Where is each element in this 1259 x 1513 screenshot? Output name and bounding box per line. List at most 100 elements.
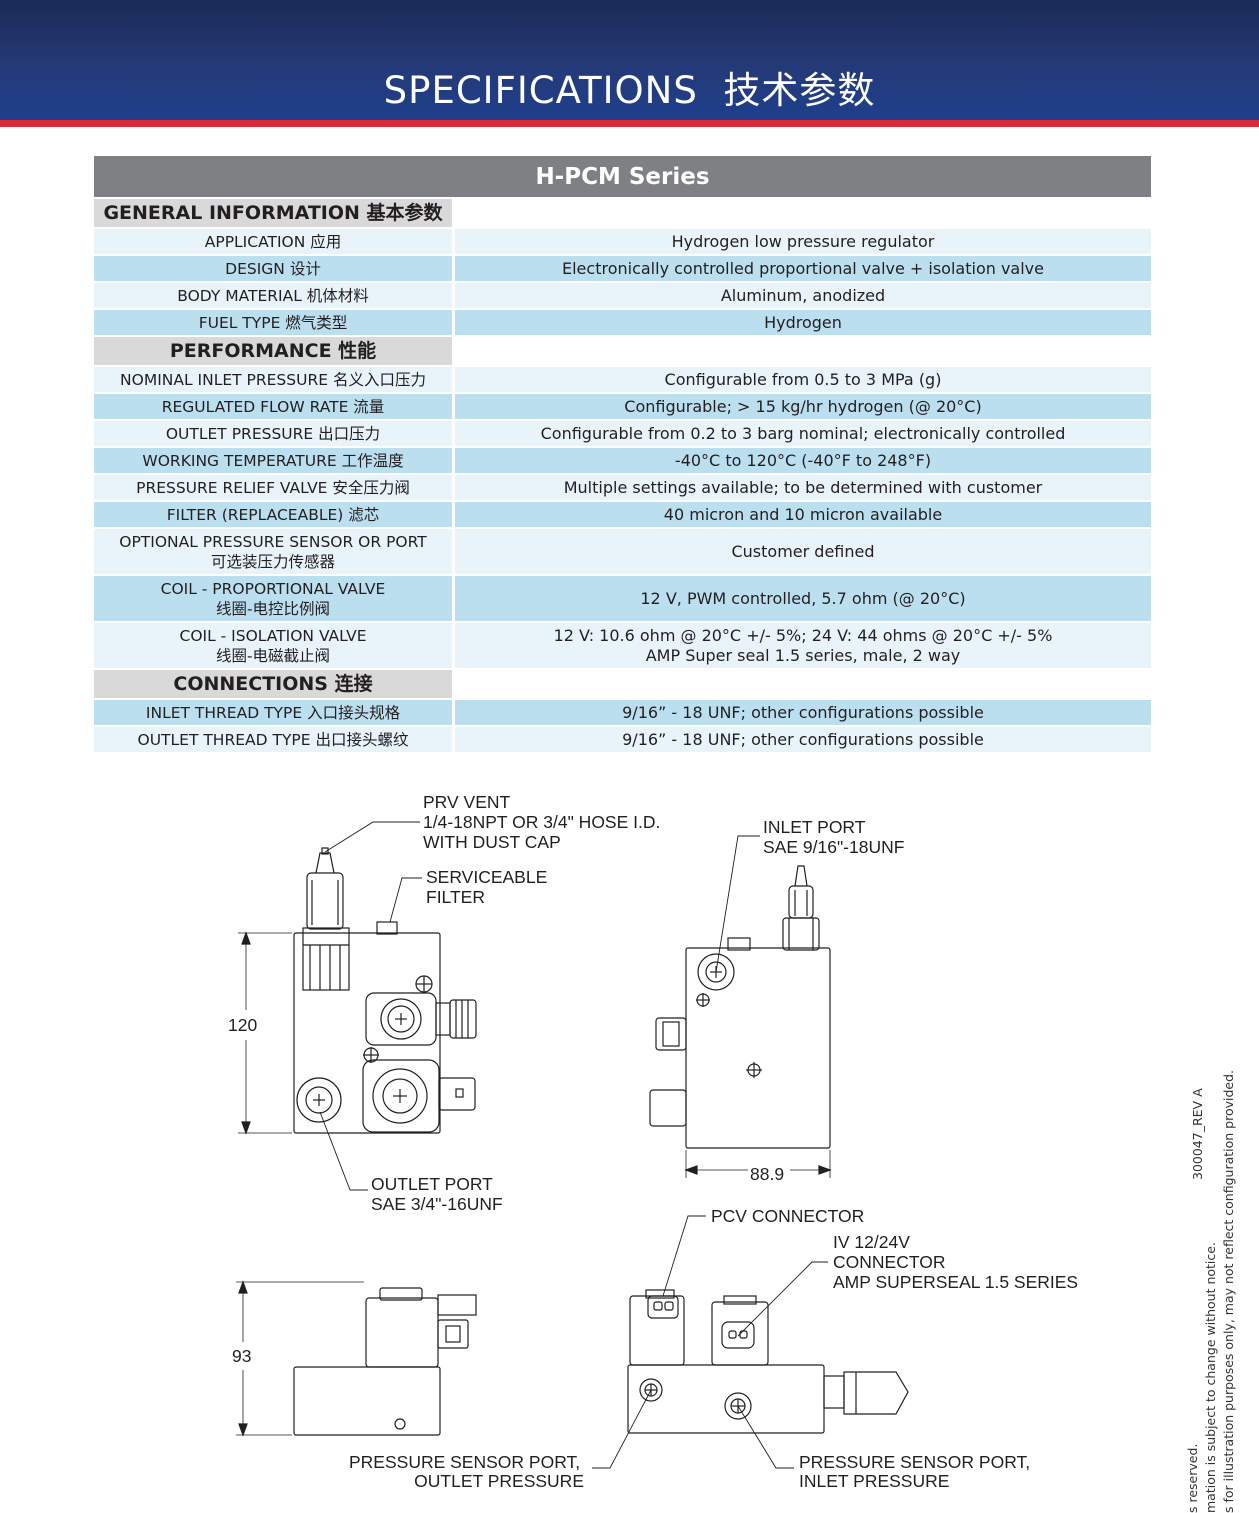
table-row: BODY MATERIAL 机体材料 Aluminum, anodized [94, 283, 1151, 308]
row-label-line: OUTLET PRESSURE 出口压力 [165, 424, 381, 443]
row-value-line: 12 V: 10.6 ohm @ 20°C +/- 5%; 24 V: 44 o… [553, 625, 1053, 645]
row-value-line: 40 micron and 10 micron available [663, 504, 943, 524]
table-row: NOMINAL INLET PRESSURE 名义入口压力 Configurabl… [94, 367, 1151, 392]
inlet-port-callout: INLET PORT SAE 9/16"-18UNF [763, 817, 904, 857]
callout-line: IV 12/24V [833, 1232, 910, 1252]
row-label-line: FILTER (REPLACEABLE) 滤芯 [166, 505, 380, 524]
row-value: Hydrogen [455, 310, 1151, 335]
row-value: -40°C to 120°C (-40°F to 248°F) [455, 448, 1151, 473]
row-label: NOMINAL INLET PRESSURE 名义入口压力 [94, 367, 452, 392]
row-value: Configurable from 0.2 to 3 barg nominal;… [455, 421, 1151, 446]
row-label: WORKING TEMPERATURE 工作温度 [94, 448, 452, 473]
row-label-line: BODY MATERIAL 机体材料 [177, 286, 369, 305]
row-value-line: Multiple settings available; to be deter… [563, 477, 1043, 497]
row-value-line: -40°C to 120°C (-40°F to 248°F) [674, 450, 932, 470]
callout-line: FILTER [426, 887, 485, 907]
row-label-line: DESIGN 设计 [225, 259, 321, 278]
disclaimer-line: s reserved. [1185, 1443, 1200, 1513]
disclaimer-line: s for illustration purposes only, may no… [1221, 1069, 1236, 1513]
row-label-line: OUTLET THREAD TYPE 出口接头螺纹 [137, 730, 409, 749]
row-value-line: Hydrogen [764, 312, 842, 332]
page-title: SPECIFICATIONS 技术参数 [383, 69, 876, 112]
row-value: Aluminum, anodized [455, 283, 1151, 308]
pressure-sensor-inlet-callout: PRESSURE SENSOR PORT, INLET PRESSURE [799, 1452, 1035, 1491]
table-row: DESIGN 设计 Electronically controlled propo… [94, 256, 1151, 281]
iv-connector-callout: IV 12/24V CONNECTOR AMP SUPERSEAL 1.5 SE… [833, 1232, 1078, 1292]
row-value: 12 V, PWM controlled, 5.7 ohm (@ 20°C) [455, 576, 1151, 621]
row-label-line: FUEL TYPE 燃气类型 [198, 313, 348, 332]
dimension-width-side: 88.9 [750, 1164, 784, 1184]
row-label: PRESSURE RELIEF VALVE 安全压力阀 [94, 475, 452, 500]
row-value-line: Electronically controlled proportional v… [562, 258, 1044, 278]
row-label: OUTLET THREAD TYPE 出口接头螺纹 [94, 727, 452, 752]
row-label-line: 线圈-电磁截止阀 [215, 646, 331, 665]
row-label-line: APPLICATION 应用 [204, 232, 342, 251]
row-value-line: Hydrogen low pressure regulator [671, 231, 935, 251]
table-row: WORKING TEMPERATURE 工作温度 -40°C to 120°C (… [94, 448, 1151, 473]
table-row: FUEL TYPE 燃气类型 Hydrogen [94, 310, 1151, 335]
row-label: OUTLET PRESSURE 出口压力 [94, 421, 452, 446]
row-value: Multiple settings available; to be deter… [455, 475, 1151, 500]
header-banner [0, 0, 1259, 120]
section-title: GENERAL INFORMATION 基本参数 [94, 199, 452, 227]
front-view [238, 821, 477, 1191]
row-label: BODY MATERIAL 机体材料 [94, 283, 452, 308]
callout-line: AMP SUPERSEAL 1.5 SERIES [833, 1272, 1078, 1292]
doc-reference: 300047_REV A [1190, 1088, 1205, 1180]
callout-line: PRESSURE SENSOR PORT, [349, 1452, 580, 1472]
row-label-line: PRESSURE RELIEF VALVE 安全压力阀 [136, 478, 410, 497]
disclaimer-line: mation is subject to change without noti… [1203, 1242, 1218, 1513]
table-row: OUTLET PRESSURE 出口压力 Configurable from 0.… [94, 421, 1151, 446]
section-header: PERFORMANCE 性能 [94, 337, 1151, 365]
row-value: 9/16” - 18 UNF; other configurations pos… [455, 700, 1151, 725]
row-value-line: Configurable; > 15 kg/hr hydrogen (@ 20°… [624, 396, 982, 416]
row-value: Hydrogen low pressure regulator [455, 229, 1151, 254]
bottom-right-view [592, 1215, 909, 1469]
row-value-line: AMP Super seal 1.5 series, male, 2 way [645, 645, 961, 665]
callout-line: 1/4-18NPT OR 3/4" HOSE I.D. [423, 812, 660, 832]
outlet-port-callout: OUTLET PORT SAE 3/4"-16UNF [371, 1174, 503, 1214]
row-label-line: 可选装压力传感器 [210, 552, 335, 571]
callout-line: INLET PRESSURE [799, 1471, 949, 1491]
row-label-line: NOMINAL INLET PRESSURE 名义入口压力 [120, 370, 426, 389]
row-label: INLET THREAD TYPE 入口接头规格 [94, 700, 452, 725]
series-title: H-PCM Series [94, 156, 1151, 197]
section-title: CONNECTIONS 连接 [94, 670, 452, 698]
dimension-height-front: 120 [228, 1015, 257, 1035]
bottom-view [236, 1280, 477, 1437]
row-value-line: 12 V, PWM controlled, 5.7 ohm (@ 20°C) [640, 588, 966, 608]
row-label-line: COIL - PROPORTIONAL VALVE [160, 579, 386, 598]
row-value: 12 V: 10.6 ohm @ 20°C +/- 5%; 24 V: 44 o… [455, 623, 1151, 668]
row-label-line: COIL - ISOLATION VALVE [179, 626, 367, 645]
row-label: FILTER (REPLACEABLE) 滤芯 [94, 502, 452, 527]
callout-line: PRV VENT [423, 792, 511, 812]
callout-line: OUTLET PORT [371, 1174, 493, 1194]
row-value-line: Aluminum, anodized [720, 285, 886, 305]
row-value-line: 9/16” - 18 UNF; other configurations pos… [622, 702, 984, 722]
row-value: Configurable from 0.5 to 3 MPa (g) [455, 367, 1151, 392]
row-value-line: Configurable from 0.5 to 3 MPa (g) [664, 369, 942, 389]
header-stripe [0, 120, 1259, 127]
row-label-line: OPTIONAL PRESSURE SENSOR OR PORT [119, 532, 427, 551]
row-value: 40 micron and 10 micron available [455, 502, 1151, 527]
pressure-sensor-outlet-callout: PRESSURE SENSOR PORT, OUTLET PRESSURE [349, 1452, 585, 1491]
row-value-line: Customer defined [731, 541, 875, 561]
callout-line: SAE 9/16"-18UNF [763, 837, 904, 857]
prv-vent-callout: PRV VENT 1/4-18NPT OR 3/4" HOSE I.D. WIT… [423, 792, 665, 852]
row-value-line: Configurable from 0.2 to 3 barg nominal;… [540, 423, 1066, 443]
callout-line: PRESSURE SENSOR PORT, [799, 1452, 1030, 1472]
dimension-height-bottom: 93 [232, 1346, 251, 1366]
row-label: REGULATED FLOW RATE 流量 [94, 394, 452, 419]
callout-line: PCV CONNECTOR [711, 1206, 864, 1226]
row-label-line: 线圈-电控比例阀 [215, 599, 331, 618]
section-header: GENERAL INFORMATION 基本参数 [94, 199, 1151, 227]
row-label: FUEL TYPE 燃气类型 [94, 310, 452, 335]
table-row: PRESSURE RELIEF VALVE 安全压力阀 Multiple sett… [94, 475, 1151, 500]
row-value: Electronically controlled proportional v… [455, 256, 1151, 281]
